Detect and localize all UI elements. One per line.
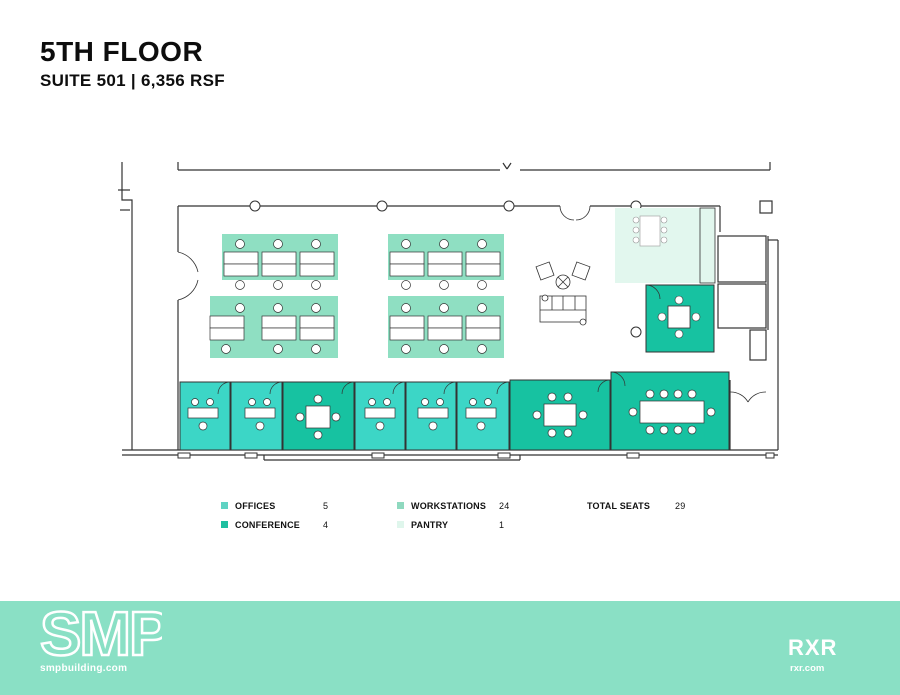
smp-logo-text: SMP — [40, 601, 162, 659]
legend-label-conference: CONFERENCE — [235, 520, 301, 530]
pantry-area — [615, 207, 716, 284]
floor-plan — [118, 162, 779, 461]
workstation-desks — [209, 251, 501, 341]
legend-value-pantry: 1 — [499, 520, 505, 530]
footer-banner: SMP smpbuilding.com RXR rxr.com — [0, 601, 900, 695]
room-doors — [217, 371, 626, 395]
legend-swatch-offices — [221, 502, 228, 509]
legend-label-offices: OFFICES — [235, 501, 276, 511]
legend-value-workstations: 24 — [499, 501, 510, 511]
office-furniture — [187, 389, 716, 440]
legend-label-pantry: PANTRY — [411, 520, 449, 530]
legend-swatch-pantry — [397, 521, 404, 528]
lounge-furniture — [535, 261, 591, 326]
legend-swatch-conference — [221, 521, 228, 528]
legend-value-conference: 4 — [323, 520, 329, 530]
legend-value-offices: 5 — [323, 501, 329, 511]
legend-total-value: 29 — [675, 501, 686, 511]
suite-subtitle: SUITE 501 | 6,356 RSF — [40, 71, 225, 90]
rxr-logo: RXR — [788, 635, 838, 660]
legend-label-workstations: WORKSTATIONS — [411, 501, 487, 511]
conference-room-small — [645, 284, 715, 353]
smp-website-link[interactable]: smpbuilding.com — [40, 663, 128, 674]
legend-total-label: TOTAL SEATS — [587, 501, 651, 511]
rxr-website-link[interactable]: rxr.com — [790, 663, 825, 674]
workstation-chairs — [221, 239, 487, 354]
smp-logo: SMP — [40, 601, 162, 659]
floor-title: 5TH FLOOR — [40, 36, 204, 67]
legend-swatch-workstations — [397, 502, 404, 509]
